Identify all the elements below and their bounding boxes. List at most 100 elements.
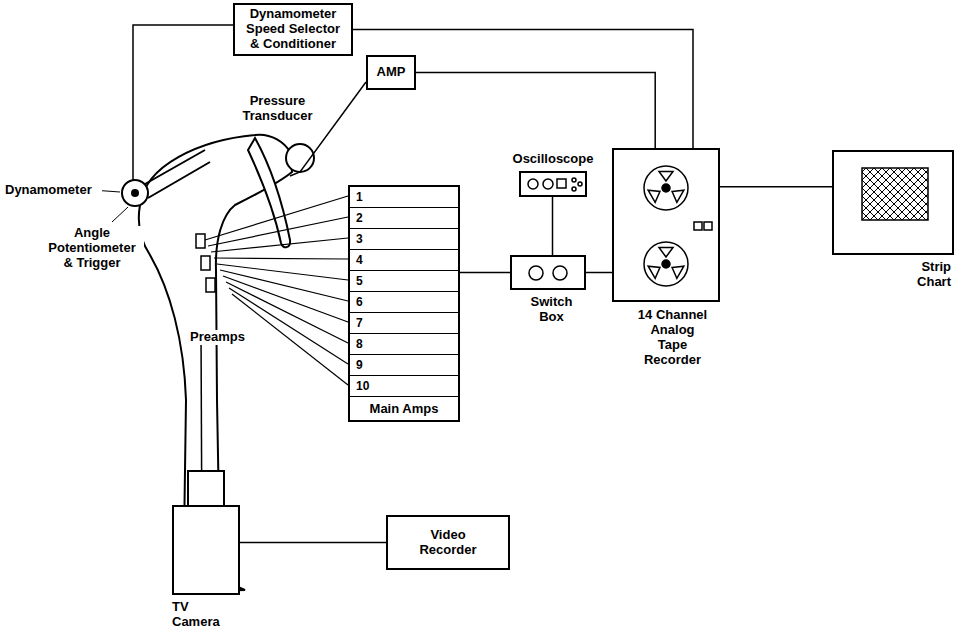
reel-spoke bbox=[648, 266, 660, 278]
scope-detail bbox=[557, 179, 566, 188]
node-label: Switch Box bbox=[524, 295, 579, 325]
label-text: Pressure Transducer bbox=[230, 94, 325, 124]
label-block: Oscilloscope bbox=[507, 152, 599, 167]
tape-symbol bbox=[644, 166, 712, 286]
channel-amp: 2 bbox=[350, 208, 458, 229]
channel-amp: 7 bbox=[350, 313, 458, 334]
amplifier-box: AMP bbox=[366, 55, 416, 90]
part-label: Pressure Transducer bbox=[228, 94, 327, 124]
preamp-unit bbox=[201, 256, 210, 270]
label-block: Switch Box bbox=[524, 295, 579, 325]
reel-spoke bbox=[659, 171, 673, 181]
reel-spoke bbox=[659, 247, 673, 257]
signal-line bbox=[720, 186, 832, 188]
label-text: Dynamometer bbox=[5, 183, 100, 198]
signal-line bbox=[586, 272, 612, 274]
label-block: Dynamometer Speed Selector & Conditioner bbox=[243, 7, 343, 52]
channel-number: 6 bbox=[350, 292, 458, 312]
angle-potentiometer bbox=[131, 189, 139, 197]
label-block: TV Camera bbox=[172, 600, 227, 630]
channel-number: 8 bbox=[350, 334, 458, 354]
video-recorder-box: Video Recorder bbox=[386, 515, 510, 570]
tape-detail bbox=[644, 242, 688, 286]
strip-chart: Strip Chart bbox=[832, 150, 954, 300]
electrode-wire bbox=[217, 264, 348, 280]
tape-recorder-outline bbox=[612, 148, 720, 302]
signal-line bbox=[353, 29, 693, 148]
node-label: Dynamometer Speed Selector & Conditioner bbox=[243, 7, 343, 52]
strip-chart-outline bbox=[832, 150, 954, 255]
reel-spoke bbox=[648, 190, 660, 202]
signal-line bbox=[240, 542, 386, 544]
channel-number: 9 bbox=[350, 355, 458, 375]
electrode-wire bbox=[214, 258, 348, 259]
main-amps-stack: Main Amps 12345678910 bbox=[348, 185, 460, 422]
camera-lens-housing bbox=[188, 471, 224, 506]
channel-amp: 9 bbox=[350, 355, 458, 376]
leader-line bbox=[112, 207, 128, 222]
channel-amp: 10 bbox=[350, 376, 458, 397]
switch-symbol bbox=[529, 266, 567, 280]
reel-spoke bbox=[672, 190, 684, 202]
channel-amp: 1 bbox=[350, 187, 458, 208]
switch-box-icon bbox=[512, 257, 584, 288]
chart-paper bbox=[862, 168, 928, 220]
signal-line bbox=[552, 197, 554, 255]
stack-label: Main Amps bbox=[350, 397, 458, 420]
channel-number: 7 bbox=[350, 313, 458, 333]
channel-number: 3 bbox=[350, 229, 458, 249]
scope-detail bbox=[572, 187, 576, 191]
dynamometer-symbol bbox=[122, 180, 148, 206]
switch-detail bbox=[529, 266, 543, 280]
scope-symbol bbox=[528, 178, 582, 191]
switch-box-outline bbox=[510, 255, 586, 290]
electrode-wire bbox=[211, 238, 348, 252]
label-block: Strip Chart bbox=[896, 260, 951, 290]
tape-detail bbox=[662, 184, 670, 192]
scope-detail bbox=[528, 179, 538, 189]
label-text: Preamps bbox=[190, 330, 252, 345]
tape-detail bbox=[662, 260, 670, 268]
tape-detail bbox=[704, 222, 712, 230]
switch-detail bbox=[553, 266, 567, 280]
electrode-wire bbox=[229, 288, 348, 364]
label-block: AMP bbox=[377, 65, 406, 80]
tv-camera: TV Camera bbox=[172, 470, 244, 638]
signal-line bbox=[416, 73, 655, 149]
oscilloscope-outline bbox=[519, 171, 587, 197]
node-label: TV Camera bbox=[172, 600, 227, 630]
electrode-wire bbox=[205, 196, 348, 240]
part-label: Preamps bbox=[188, 330, 254, 345]
electrode-wire bbox=[220, 270, 348, 301]
signal-line bbox=[460, 272, 510, 274]
preamp-unit bbox=[196, 234, 205, 248]
node-label: Video Recorder bbox=[408, 528, 488, 558]
oscilloscope-icon bbox=[521, 173, 585, 195]
tv-camera-outline bbox=[172, 505, 240, 595]
channel-number: 2 bbox=[350, 208, 458, 228]
part-label: Angle Potentiometer & Trigger bbox=[40, 226, 144, 271]
speed-selector-box: Dynamometer Speed Selector & Conditioner bbox=[233, 3, 353, 56]
dynamometer-harness bbox=[145, 150, 210, 198]
tape-recorder: 14 Channel Analog Tape Recorder bbox=[612, 148, 720, 388]
switch-box: Switch Box bbox=[510, 255, 586, 330]
node-label: AMP bbox=[377, 65, 406, 80]
strip-chart-icon bbox=[834, 152, 952, 253]
tape-detail bbox=[644, 166, 688, 210]
node-label: Oscilloscope bbox=[507, 152, 599, 167]
label-text: Angle Potentiometer & Trigger bbox=[42, 226, 142, 271]
tape-detail bbox=[694, 222, 702, 230]
label-block: 14 Channel Analog Tape Recorder bbox=[636, 308, 709, 368]
node-label: Main Amps bbox=[350, 397, 458, 420]
preamp-wires bbox=[205, 196, 348, 385]
reel-spoke bbox=[672, 266, 684, 278]
channel-amp: 4 bbox=[350, 250, 458, 271]
scope-detail bbox=[572, 178, 576, 182]
electrode-wire bbox=[208, 217, 348, 246]
channel-amp: 5 bbox=[350, 271, 458, 292]
channel-amp: 3 bbox=[350, 229, 458, 250]
node-label: 14 Channel Analog Tape Recorder bbox=[636, 308, 709, 368]
channel-number: 1 bbox=[350, 187, 458, 207]
node-label: Strip Chart bbox=[896, 260, 951, 290]
